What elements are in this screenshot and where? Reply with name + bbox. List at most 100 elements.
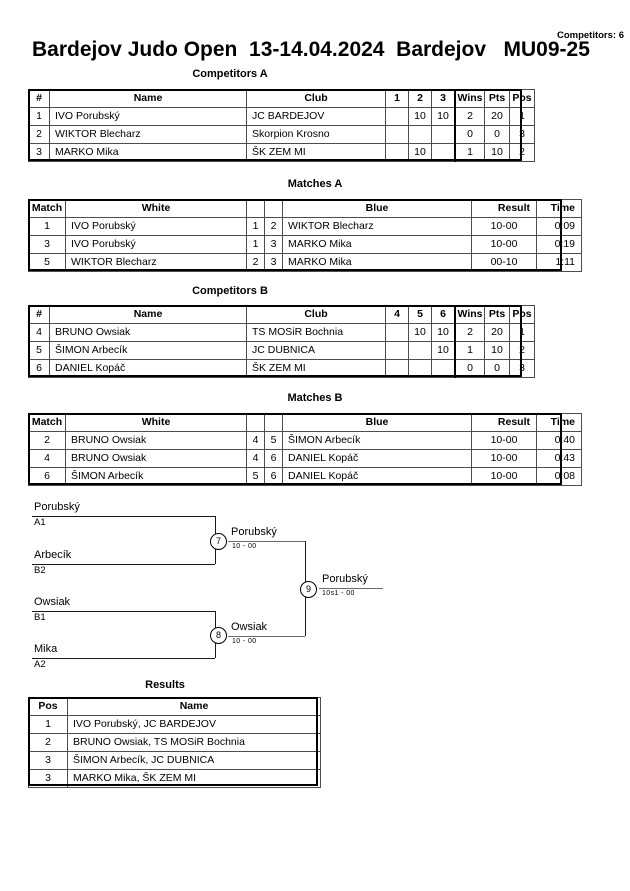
page-header: Bardejov Judo Open 13-14.04.2024 Bardejo… <box>0 38 630 68</box>
cell-num: 6 <box>28 359 50 378</box>
pool-b-table: # Name Club 4 5 6 Wins Pts Pos 4 BRUNO O… <box>28 305 535 378</box>
cell-wins: 1 <box>454 341 485 360</box>
bracket-entrant-seed: A1 <box>34 517 46 528</box>
table-row: 3 IVO Porubský 1 3 MARKO Mika 10-00 0:19 <box>28 235 582 254</box>
section-caption-matches-b: Matches B <box>287 392 343 404</box>
cell-opp-6: 10 <box>431 323 456 342</box>
col-pts: Pts <box>484 89 510 108</box>
cell-opp-4 <box>385 359 409 378</box>
bracket-line <box>319 588 383 589</box>
cell-wins: 0 <box>454 125 485 144</box>
table-row: 5 ŠIMON Arbecík JC DUBNICA 10 1 10 2 <box>28 341 535 360</box>
bracket-connector <box>215 611 216 658</box>
table-row: 6 DANIEL Kopáč ŠK ZEM MI 0 0 3 <box>28 359 535 378</box>
cell-pos: 3 <box>28 751 68 770</box>
cell-club: JC BARDEJOV <box>246 107 386 126</box>
cell-match: 1 <box>28 217 66 236</box>
table-row: 4 BRUNO Owsiak TS MOSiR Bochnia 10 10 2 … <box>28 323 535 342</box>
cell-opp-4 <box>385 323 409 342</box>
table-row: 1 IVO Porubský 1 2 WIKTOR Blecharz 10-00… <box>28 217 582 236</box>
bracket-entrant-name: Arbecík <box>34 549 72 561</box>
cell-result: 10-00 <box>471 449 537 468</box>
cell-pos: 1 <box>28 715 68 734</box>
cell-opp-2 <box>408 125 432 144</box>
col-pts: Pts <box>484 305 510 324</box>
cell-blue: DANIEL Kopáč <box>282 467 472 486</box>
bracket-line <box>228 636 305 637</box>
results-table: Pos Name 1 IVO Porubský, JC BARDEJOV 2 B… <box>28 697 321 788</box>
cell-name: BRUNO Owsiak <box>49 323 247 342</box>
cell-time: 1:11 <box>536 253 582 272</box>
cell-blue: MARKO Mika <box>282 253 472 272</box>
competitors-count: Competitors: 6 <box>556 30 624 41</box>
bracket-line <box>32 658 215 659</box>
table-header-row: Pos Name <box>28 697 321 716</box>
col-club: Club <box>246 89 386 108</box>
cell-pos: 3 <box>28 769 68 788</box>
cell-blue: ŠIMON Arbecík <box>282 431 472 450</box>
cell-blue: DANIEL Kopáč <box>282 449 472 468</box>
cell-time: 0:09 <box>536 217 582 236</box>
cell-opp-2: 10 <box>408 143 432 162</box>
cell-blue-num: 3 <box>264 235 283 254</box>
cell-white: ŠIMON Arbecík <box>65 467 247 486</box>
cell-opp-5 <box>408 341 432 360</box>
matches-a-table: Match White Blue Result Time 1 IVO Porub… <box>28 199 582 272</box>
cell-match: 6 <box>28 467 66 486</box>
bracket-line <box>32 564 215 565</box>
col-wins: Wins <box>454 305 485 324</box>
col-opp-6: 6 <box>431 305 456 324</box>
cell-name: WIKTOR Blecharz <box>49 125 247 144</box>
cell-pts: 0 <box>484 359 510 378</box>
cell-white-num: 5 <box>246 467 265 486</box>
col-wins: Wins <box>454 89 485 108</box>
cell-white-num: 2 <box>246 253 265 272</box>
cell-name: MARKO Mika, ŠK ZEM MI <box>67 769 321 788</box>
bracket-score: 10 - 00 <box>232 543 257 550</box>
page-title: Bardejov Judo Open 13-14.04.2024 Bardejo… <box>32 38 590 61</box>
table-row: 3 MARKO Mika ŠK ZEM MI 10 1 10 2 <box>28 143 535 162</box>
cell-white: WIKTOR Blecharz <box>65 253 247 272</box>
col-pos: Pos <box>509 305 535 324</box>
table-row: 4 BRUNO Owsiak 4 6 DANIEL Kopáč 10-00 0:… <box>28 449 582 468</box>
cell-club: TS MOSiR Bochnia <box>246 323 386 342</box>
col-opp-2: 2 <box>408 89 432 108</box>
col-opp-1: 1 <box>385 89 409 108</box>
cell-club: JC DUBNICA <box>246 341 386 360</box>
cell-name: BRUNO Owsiak, TS MOSiR Bochnia <box>67 733 321 752</box>
cell-white: BRUNO Owsiak <box>65 449 247 468</box>
cell-name: DANIEL Kopáč <box>49 359 247 378</box>
cell-num: 3 <box>28 143 50 162</box>
cell-club: ŠK ZEM MI <box>246 359 386 378</box>
cell-white: BRUNO Owsiak <box>65 431 247 450</box>
bracket-entrant-seed: B1 <box>34 612 46 623</box>
col-result: Result <box>471 413 537 432</box>
cell-match: 2 <box>28 431 66 450</box>
cell-wins: 2 <box>454 323 485 342</box>
cell-blue-num: 5 <box>264 431 283 450</box>
col-name: Name <box>49 305 247 324</box>
bracket-score: 10 - 00 <box>232 638 257 645</box>
cell-opp-1 <box>385 143 409 162</box>
table-row: 2 BRUNO Owsiak, TS MOSiR Bochnia <box>28 733 321 752</box>
table-row: 1 IVO Porubský, JC BARDEJOV <box>28 715 321 734</box>
cell-time: 0:43 <box>536 449 582 468</box>
cell-result: 10-00 <box>471 217 537 236</box>
bracket-winner-name: Porubský <box>231 526 277 538</box>
cell-result: 10-00 <box>471 467 537 486</box>
cell-opp-2: 10 <box>408 107 432 126</box>
table-row: 2 WIKTOR Blecharz Skorpion Krosno 0 0 3 <box>28 125 535 144</box>
section-caption-matches-a: Matches A <box>287 178 343 190</box>
cell-white-num: 4 <box>246 449 265 468</box>
table-header-row: # Name Club 4 5 6 Wins Pts Pos <box>28 305 535 324</box>
cell-blue-num: 2 <box>264 217 283 236</box>
bracket-champion-name: Porubský <box>322 573 368 585</box>
cell-opp-3 <box>431 143 456 162</box>
cell-white: IVO Porubský <box>65 217 247 236</box>
bracket-entrant-name: Mika <box>34 643 58 655</box>
col-pos: Pos <box>509 89 535 108</box>
col-opp-5: 5 <box>408 305 432 324</box>
cell-wins: 0 <box>454 359 485 378</box>
cell-pos: 1 <box>509 107 535 126</box>
col-match: Match <box>28 413 66 432</box>
